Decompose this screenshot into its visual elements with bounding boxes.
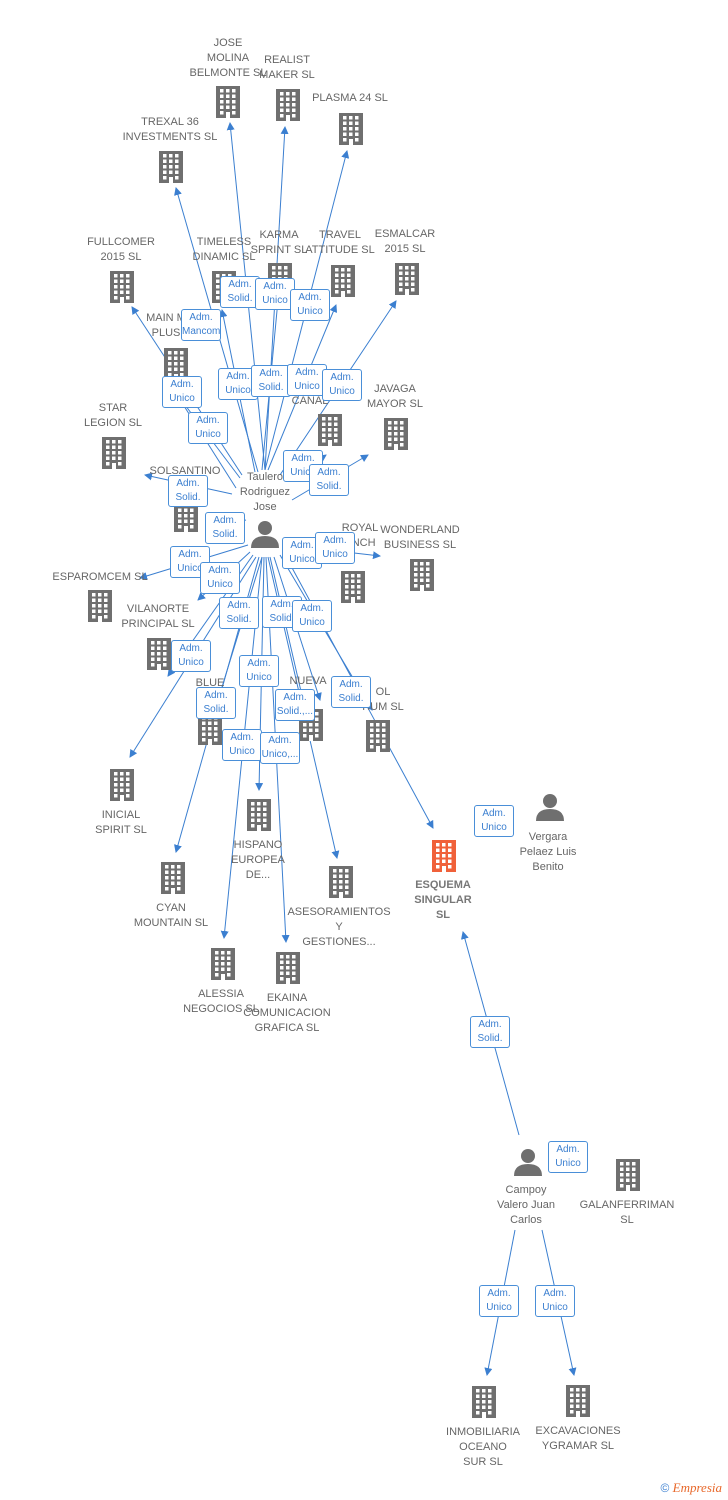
person-icon[interactable] — [251, 521, 279, 548]
relation-role-badge: Adm. Unico,... — [260, 732, 300, 764]
building-icon[interactable] — [410, 559, 434, 591]
company-name-label[interactable]: SOLSANTINO — [149, 465, 221, 477]
building-icon[interactable] — [616, 1159, 640, 1191]
nodes-layer — [88, 86, 640, 1418]
company-name-label[interactable]: ASESORAMIENTOS Y GESTIONES... — [287, 906, 391, 948]
relation-role-badge: Adm. Unico — [188, 412, 228, 444]
company-name-label[interactable]: INMOBILIARIA OCEANO SUR SL — [446, 1426, 520, 1468]
building-icon[interactable] — [276, 952, 300, 984]
company-name-label[interactable]: INICIAL SPIRIT SL — [95, 809, 147, 836]
building-icon[interactable] — [341, 571, 365, 603]
company-name-label[interactable]: TIMELESS DINAMIC SL — [192, 236, 256, 263]
relation-role-badge: Adm. Unico — [290, 289, 330, 321]
relation-role-badge: Adm. Unico — [171, 640, 211, 672]
company-name-label[interactable]: REALIST MAKER SL — [259, 54, 315, 81]
relation-role-badge: Adm. Solid. — [196, 687, 236, 719]
person-name-label[interactable]: Vergara Pelaez Luis Benito — [519, 831, 577, 873]
building-icon[interactable] — [102, 437, 126, 469]
company-name-label[interactable]: TREXAL 36 INVESTMENTS SL — [122, 116, 218, 143]
company-name-label[interactable]: JAVAGA MAYOR SL — [366, 383, 424, 410]
company-name-label[interactable]: TRAVEL ATTITUDE SL — [305, 229, 375, 256]
building-icon[interactable] — [566, 1385, 590, 1417]
building-icon[interactable] — [247, 799, 271, 831]
relation-role-badge: Adm. Unico — [474, 805, 514, 837]
company-name-label[interactable]: CANAL — [291, 395, 329, 407]
relation-role-badge: Adm. Unico — [292, 600, 332, 632]
relation-role-badge: Adm. Solid. — [309, 464, 349, 496]
relation-role-badge: Adm. Unico — [170, 546, 210, 578]
building-icon[interactable] — [331, 265, 355, 297]
company-name-label[interactable]: ESQUEMA SINGULAR SL — [414, 879, 472, 921]
building-icon[interactable] — [211, 948, 235, 980]
building-icon[interactable] — [161, 862, 185, 894]
building-icon[interactable] — [329, 866, 353, 898]
building-icon[interactable] — [384, 418, 408, 450]
building-icon[interactable] — [472, 1386, 496, 1418]
relation-role-badge: Adm. Mancom. — [181, 309, 221, 341]
relation-role-badge: Adm. Solid. — [219, 597, 259, 629]
building-icon[interactable] — [216, 86, 240, 118]
relation-role-badge: Adm. Unico — [162, 376, 202, 408]
main-company-building-icon[interactable] — [432, 840, 456, 872]
building-icon[interactable] — [339, 113, 363, 145]
company-name-label[interactable]: EKAINA COMUNICACION GRAFICA SL — [243, 992, 331, 1034]
company-name-label[interactable]: GALANFERRIMAN SL — [579, 1199, 675, 1226]
company-name-label[interactable]: CYAN MOUNTAIN SL — [133, 902, 209, 929]
brand-logo-text: Empresia — [672, 1480, 722, 1495]
building-icon[interactable] — [159, 151, 183, 183]
relation-role-badge: Adm. Solid. — [470, 1016, 510, 1048]
relation-role-badge: Adm. Solid. — [251, 365, 291, 397]
person-icon[interactable] — [536, 794, 564, 821]
relation-role-badge: Adm. Solid. — [220, 276, 260, 308]
relation-role-badge: Adm. Unico — [222, 729, 262, 761]
relation-role-badge: Adm. Unico — [287, 364, 327, 396]
relation-role-badge: Adm. Unico — [200, 562, 240, 594]
person-name-label[interactable]: Campoy Valero Juan Carlos — [497, 1184, 555, 1226]
building-icon[interactable] — [110, 271, 134, 303]
company-name-label[interactable]: EXCAVACIONES YGRAMAR SL — [535, 1425, 621, 1452]
company-name-label[interactable]: KARMA SPRINT SL — [250, 229, 308, 256]
building-icon[interactable] — [276, 89, 300, 121]
building-icon[interactable] — [164, 348, 188, 380]
building-icon[interactable] — [318, 414, 342, 446]
relation-role-badge: Adm. Unico — [535, 1285, 575, 1317]
relation-role-badge: Adm. Unico — [315, 532, 355, 564]
company-name-label[interactable]: NUEVA — [289, 675, 327, 687]
company-name-label[interactable]: HISPANO EUROPEA DE... — [231, 839, 285, 881]
relation-role-badge: Adm. Unico — [239, 655, 279, 687]
company-name-label[interactable]: STAR LEGION SL — [83, 402, 143, 429]
relation-role-badge: Adm. Unico — [548, 1141, 588, 1173]
company-name-label[interactable]: ALESSIA NEGOCIOS SL — [183, 988, 259, 1015]
footer-brand[interactable]: © Empresia — [660, 1480, 722, 1496]
relation-role-badge: Adm. Unico — [322, 369, 362, 401]
building-icon[interactable] — [147, 638, 171, 670]
relation-role-badge: Adm. Solid.,... — [275, 689, 315, 721]
building-icon[interactable] — [110, 769, 134, 801]
person-icon[interactable] — [514, 1149, 542, 1176]
relation-role-badge: Adm. Solid. — [168, 475, 208, 507]
relation-role-badge: Adm. Solid. — [205, 512, 245, 544]
relation-role-badge: Adm. Unico — [255, 278, 295, 310]
copyright-symbol: © — [660, 1481, 670, 1495]
company-name-label[interactable]: WONDERLAND BUSINESS SL — [380, 524, 460, 551]
building-icon[interactable] — [395, 263, 419, 295]
company-name-label[interactable]: VILANORTE PRINCIPAL SL — [121, 603, 195, 630]
building-icon[interactable] — [88, 590, 112, 622]
company-name-label[interactable]: FULLCOMER 2015 SL — [87, 236, 155, 263]
edge-line-27 — [269, 556, 306, 701]
relation-role-badge: Adm. Unico — [479, 1285, 519, 1317]
company-name-label[interactable]: ESPAROMCEM SL — [52, 571, 148, 583]
company-name-label[interactable]: JOSE MOLINA BELMONTE SL — [189, 37, 267, 79]
company-name-label[interactable]: ESMALCAR 2015 SL — [374, 228, 436, 255]
relation-role-badge: Adm. Solid. — [331, 676, 371, 708]
company-name-label[interactable]: PLASMA 24 SL — [312, 92, 388, 104]
person-name-label[interactable]: Taulero Rodriguez Jose — [239, 471, 291, 513]
building-icon[interactable] — [366, 720, 390, 752]
